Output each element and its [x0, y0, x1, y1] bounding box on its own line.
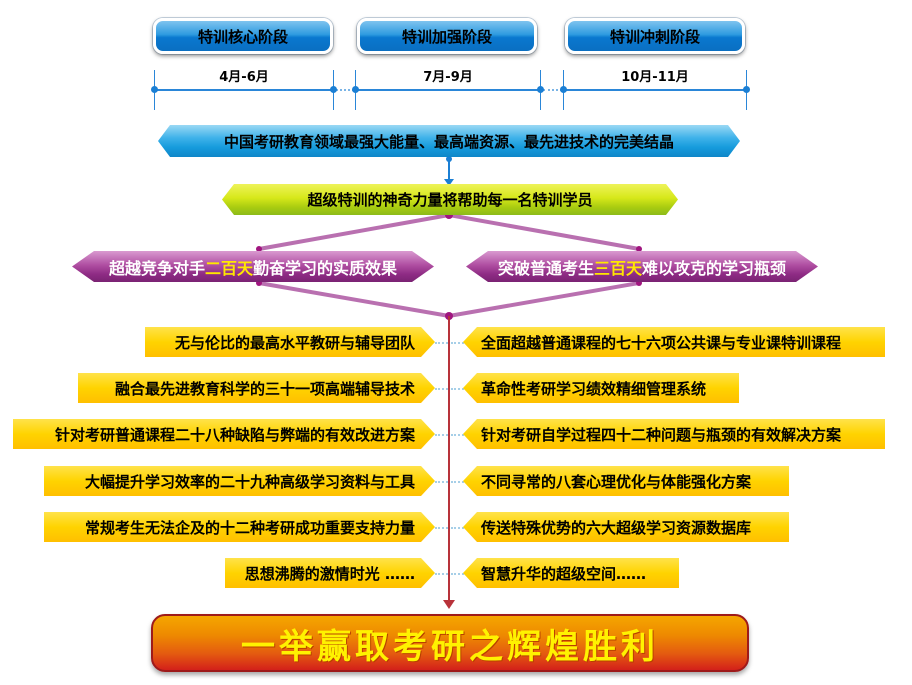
connector-dotted [451, 481, 464, 483]
connector-dotted [435, 527, 448, 529]
period-label-strengthen: 7月-9月 [423, 70, 473, 85]
connector-dotted [451, 527, 464, 529]
left-item-3: 针对考研普通课程二十八种缺陷与弊端的有效改进方案 [13, 419, 435, 449]
top-banner-text: 中国考研教育领域最强大能量、最高端资源、最先进技术的完美结晶 [223, 132, 674, 151]
stage-sprint-label: 特训冲刺阶段 [609, 27, 700, 46]
left-item-text: 融合最先进教育科学的三十一项高端辅导技术 [114, 379, 415, 398]
left-item-6: 思想沸腾的激情时光 …… [225, 558, 435, 588]
right-item-4: 不同寻常的八套心理优化与体能强化方案 [463, 466, 789, 496]
connector-dotted [435, 481, 448, 483]
timeline-dot [560, 86, 567, 93]
final-banner: 一举赢取考研之辉煌胜利 [151, 614, 749, 672]
branch-left-highlight: 二百天 [204, 258, 253, 278]
timeline-segment [355, 89, 541, 91]
right-item-text: 针对考研自学过程四十二种问题与瓶颈的有效解决方案 [481, 425, 842, 444]
branch-right-banner: 突破普通考生三百天难以攻克的学习瓶颈 [466, 251, 818, 282]
branch-left-after: 勤奋学习的实质效果 [253, 258, 398, 278]
left-item-text: 常规考生无法企及的十二种考研成功重要支持力量 [84, 518, 415, 537]
connector-dotted [435, 342, 448, 344]
period-label-sprint: 10月-11月 [621, 70, 689, 85]
branch-left-before: 超越竞争对手 [108, 258, 205, 278]
right-item-text: 全面超越普通课程的七十六项公共课与专业课特训课程 [481, 333, 842, 352]
right-item-text: 智慧升华的超级空间…… [481, 564, 647, 583]
connector-dotted [451, 342, 464, 344]
left-item-text: 思想沸腾的激情时光 …… [244, 564, 415, 583]
timeline-gap [543, 89, 562, 91]
right-item-3: 针对考研自学过程四十二种问题与瓶颈的有效解决方案 [463, 419, 885, 449]
left-item-text: 无与伦比的最高水平教研与辅导团队 [174, 333, 415, 352]
connector-dotted [451, 388, 464, 390]
connector-dotted [451, 434, 464, 436]
right-item-text: 传送特殊优势的六大超级学习资源数据库 [481, 518, 752, 537]
timeline-dot [743, 86, 750, 93]
second-banner-text: 超级特训的神奇力量将帮助每一名特训学员 [307, 191, 593, 209]
connector-dotted [435, 434, 448, 436]
timeline-segment [154, 89, 334, 91]
stage-core-label: 特训核心阶段 [197, 27, 288, 46]
second-banner: 超级特训的神奇力量将帮助每一名特训学员 [222, 184, 678, 215]
left-item-1: 无与伦比的最高水平教研与辅导团队 [145, 327, 435, 357]
right-item-2: 革命性考研学习绩效精细管理系统 [463, 373, 739, 403]
branch-left-banner: 超越竞争对手二百天勤奋学习的实质效果 [72, 251, 434, 282]
right-item-text: 不同寻常的八套心理优化与体能强化方案 [481, 472, 752, 491]
right-item-text: 革命性考研学习绩效精细管理系统 [481, 379, 707, 398]
branch-right-after: 难以攻克的学习瓶颈 [642, 258, 787, 278]
stage-core-button[interactable]: 特训核心阶段 [153, 18, 333, 54]
period-label-core: 4月-6月 [219, 70, 269, 85]
left-item-2: 融合最先进教育科学的三十一项高端辅导技术 [78, 373, 435, 403]
branch-right-before: 突破普通考生 [497, 258, 594, 278]
connector-dotted [435, 573, 448, 575]
left-item-4: 大幅提升学习效率的二十九种高级学习资料与工具 [44, 466, 435, 496]
stage-strengthen-label: 特训加强阶段 [401, 27, 492, 46]
left-item-text: 大幅提升学习效率的二十九种高级学习资料与工具 [84, 472, 415, 491]
branch-right-highlight: 三百天 [593, 258, 642, 278]
right-item-5: 传送特殊优势的六大超级学习资源数据库 [463, 512, 789, 542]
right-item-1: 全面超越普通课程的七十六项公共课与专业课特训课程 [463, 327, 885, 357]
left-item-5: 常规考生无法企及的十二种考研成功重要支持力量 [44, 512, 435, 542]
timeline-dot [537, 86, 544, 93]
timeline-dot [330, 86, 337, 93]
timeline-segment [563, 89, 747, 91]
final-banner-text: 一举赢取考研之辉煌胜利 [241, 626, 659, 667]
connector-dotted [435, 388, 448, 390]
timeline-dot [352, 86, 359, 93]
right-item-6: 智慧升华的超级空间…… [463, 558, 679, 588]
stage-sprint-button[interactable]: 特训冲刺阶段 [565, 18, 745, 54]
top-banner: 中国考研教育领域最强大能量、最高端资源、最先进技术的完美结晶 [158, 125, 740, 157]
left-item-text: 针对考研普通课程二十八种缺陷与弊端的有效改进方案 [54, 425, 415, 444]
timeline-gap [336, 89, 354, 91]
stage-strengthen-button[interactable]: 特训加强阶段 [357, 18, 537, 54]
connector-dotted [451, 573, 464, 575]
timeline-dot [151, 86, 158, 93]
